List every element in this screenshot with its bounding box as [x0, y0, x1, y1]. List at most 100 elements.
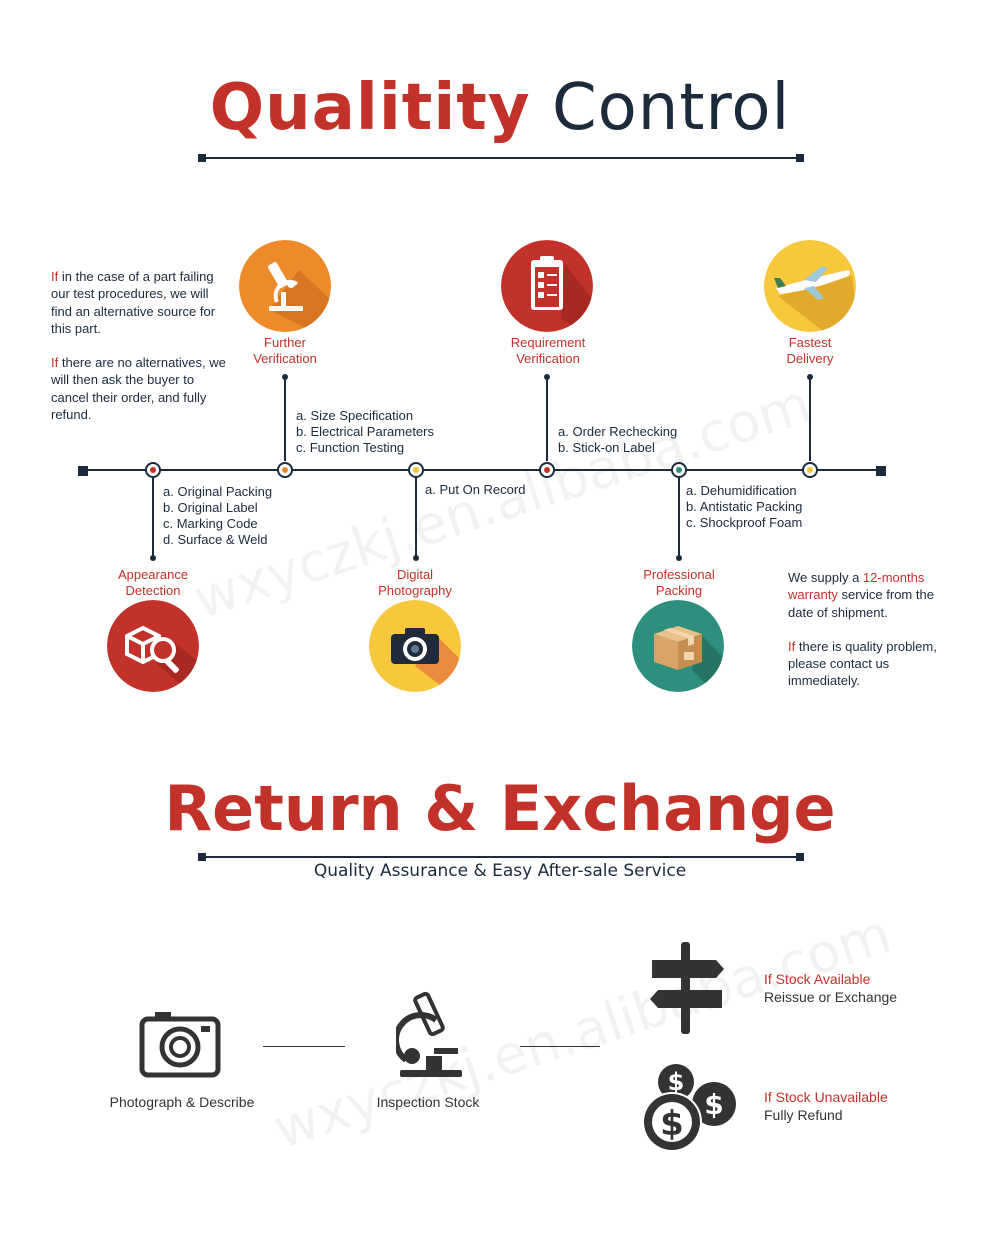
packing-label: Professional Packing [609, 567, 749, 599]
left-note-if1: If [51, 269, 59, 284]
timeline-node-digital [408, 462, 424, 478]
appearance-item: a. Original Packing [163, 484, 273, 499]
left-note-p1-text: in the case of a part failing our test p… [51, 269, 216, 336]
requirement-label-line1: Requirement [510, 335, 586, 350]
title-underline-end-left [198, 154, 206, 162]
camera-icon [369, 600, 461, 692]
packing-label-line1: Professional [643, 567, 715, 582]
left-note-p2: If there are no alternatives, we will th… [51, 354, 226, 423]
timeline-line [82, 469, 882, 471]
timeline-end-right [876, 466, 886, 476]
step-divider-1 [263, 1046, 345, 1047]
connector-digital-dot [413, 555, 419, 561]
connector-further-dot [282, 374, 288, 380]
delivery-label-line1: Fastest [788, 335, 832, 350]
right-note-if: If [788, 638, 796, 654]
package-icon [632, 600, 724, 692]
digital-label-line1: Digital [396, 567, 434, 582]
connector-digital [415, 478, 417, 558]
connector-appearance [152, 478, 154, 558]
opt1-title: If Stock Available [764, 971, 871, 987]
requirement-item: a. Order Rechecking [558, 424, 678, 439]
packing-item: a. Dehumidification [686, 483, 797, 498]
step-photograph-label: Photograph & Describe [109, 1094, 255, 1110]
further-label-line1: Further [264, 335, 306, 350]
requirement-label-line2: Verification [516, 351, 580, 366]
packing-item: c. Shockproof Foam [686, 515, 803, 530]
packing-label-line2: Packing [655, 583, 703, 598]
connector-requirement-dot [544, 374, 550, 380]
right-note-p1a: We supply a [788, 570, 863, 585]
opt2-title: If Stock Unavailable [764, 1089, 888, 1105]
packing-item: b. Antistatic Packing [686, 499, 803, 514]
svg-text:$: $ [668, 1068, 685, 1096]
right-note-p2-text: there is quality problem, please contact… [788, 638, 937, 689]
further-label-line2: Verification [253, 351, 317, 366]
clipboard-icon [501, 240, 593, 332]
airplane-icon [764, 240, 856, 332]
requirement-items: a. Order Rechecking b. Stick-on Label [558, 424, 677, 456]
return-title-underline [201, 856, 799, 858]
signpost-icon [650, 942, 725, 1034]
appearance-item: b. Original Label [163, 500, 258, 515]
appearance-items: a. Original Packing b. Original Label c.… [163, 484, 272, 548]
microscope-outline-icon [393, 990, 466, 1080]
requirement-label: Requirement Verification [478, 335, 618, 367]
connector-requirement [546, 377, 548, 461]
appearance-label: Appearance Detection [83, 567, 223, 599]
opt1-sub: Reissue or Exchange [764, 989, 898, 1005]
timeline-end-left [78, 466, 88, 476]
further-items: a. Size Specification b. Electrical Para… [296, 408, 434, 456]
connector-delivery [809, 377, 811, 461]
appearance-item: c. Marking Code [163, 516, 258, 531]
camera-outline-icon [139, 1009, 221, 1079]
appearance-label-line2: Detection [125, 583, 181, 598]
timeline-node-further [277, 462, 293, 478]
further-item: b. Electrical Parameters [296, 424, 434, 439]
svg-text:$: $ [660, 1104, 684, 1144]
digital-label: Digital Photography [345, 567, 485, 599]
right-note-p2: If there is quality problem, please cont… [788, 638, 958, 690]
requirement-item: b. Stick-on Label [558, 440, 655, 455]
magnify-box-icon [107, 600, 199, 692]
delivery-label: Fastest Delivery [740, 335, 880, 367]
svg-text:$: $ [704, 1088, 723, 1121]
right-note-warranty: 12-months warranty [788, 570, 925, 603]
left-note-p2-text: there are no alternatives, we will then … [51, 355, 226, 423]
quality-control-title: Qualitity Control [0, 70, 1000, 146]
title-red-word: Qualitity [209, 71, 531, 145]
digital-item: a. Put On Record [425, 482, 526, 497]
left-note: If in the case of a part failing our tes… [51, 268, 226, 423]
connector-delivery-dot [807, 374, 813, 380]
return-subtitle: Quality Assurance & Easy After-sale Serv… [313, 861, 687, 881]
step-divider-2 [520, 1046, 600, 1047]
coins-icon: $ $ $ [640, 1060, 740, 1155]
timeline-node-packing [671, 462, 687, 478]
timeline-node-delivery [802, 462, 818, 478]
title-underline [201, 157, 799, 159]
digital-label-line2: Photography [378, 583, 452, 598]
return-underline-end-right [796, 853, 804, 861]
return-underline-end-left [198, 853, 206, 861]
packing-items: a. Dehumidification b. Antistatic Packin… [686, 483, 802, 531]
option-stock-available: If Stock Available Reissue or Exchange [764, 970, 897, 1006]
left-note-p1: If in the case of a part failing our tes… [51, 268, 226, 337]
digital-items: a. Put On Record [425, 482, 525, 498]
connector-packing [678, 478, 680, 558]
further-item: a. Size Specification [296, 408, 414, 423]
right-note-p1: We supply a 12-months warranty service f… [788, 569, 958, 621]
connector-packing-dot [676, 555, 682, 561]
right-note-p1b: service from the date of shipment. [788, 587, 934, 620]
opt2-sub: Fully Refund [764, 1107, 843, 1123]
connector-further [284, 377, 286, 461]
appearance-item: d. Surface & Weld [163, 532, 268, 547]
return-exchange-title: Return & Exchange [164, 772, 836, 845]
timeline-node-appearance [145, 462, 161, 478]
microscope-icon [239, 240, 331, 332]
title-dark-word: Control [551, 71, 791, 145]
delivery-label-line2: Delivery [786, 351, 834, 366]
step-inspection-label: Inspection Stock [376, 1094, 480, 1110]
connector-appearance-dot [150, 555, 156, 561]
left-note-if2: If [51, 355, 59, 371]
appearance-label-line1: Appearance [117, 567, 189, 582]
